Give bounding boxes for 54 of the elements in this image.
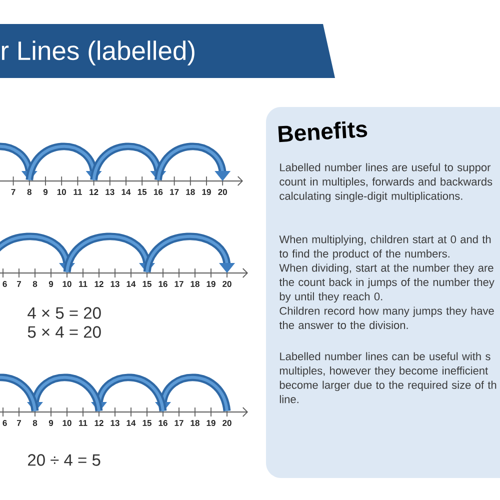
- tick-label: 18: [186, 189, 195, 195]
- tick-label: 15: [138, 189, 147, 195]
- tick-label: 9: [43, 189, 48, 195]
- equation: 4 × 5 = 20: [28, 307, 101, 319]
- tick-label: 8: [27, 189, 32, 195]
- tick-label: 13: [110, 281, 120, 287]
- tick-label: 20: [222, 281, 232, 287]
- tick-label: 20: [218, 189, 227, 195]
- paragraph: When multiplying, children start at 0 and th to find the product of the numbers.: [279, 235, 491, 260]
- tick-label: 6: [2, 281, 7, 287]
- tick-label: 6: [2, 420, 7, 426]
- tick-label: 7: [17, 420, 21, 426]
- tick-label: 11: [79, 420, 88, 426]
- paragraph: Labelled number lines are useful to suppor count in multiples, forwards and backwards calculating single-digit multiplications.: [280, 163, 492, 202]
- tick-label: 16: [154, 189, 163, 195]
- tick-label: 17: [174, 281, 184, 287]
- tick-label: 9: [48, 281, 54, 287]
- tick-label: 7: [17, 281, 21, 287]
- panel-heading: Benefits: [278, 121, 368, 142]
- tick-label: 8: [32, 281, 38, 287]
- tick-label: 18: [190, 281, 200, 287]
- tick-label: 19: [206, 281, 216, 287]
- tick-label: 20: [222, 420, 232, 426]
- tick-label: 14: [126, 281, 136, 287]
- tick-label: 19: [206, 420, 216, 426]
- tick-label: 15: [142, 281, 152, 287]
- tick-label: 13: [106, 188, 114, 195]
- tick-label: 12: [90, 189, 98, 195]
- tick-label: 14: [126, 420, 136, 426]
- paragraph: When dividing, start at the number they are the count back in jumps of the number they by until they reach 0.: [279, 264, 494, 303]
- tick-label: 12: [94, 281, 104, 287]
- tick-label: 10: [62, 281, 72, 287]
- equation: 20 ÷ 4 = 5: [28, 454, 100, 466]
- tick-label: 17: [170, 189, 179, 195]
- equation: 5 × 4 = 20: [28, 326, 101, 338]
- tick-label: 8: [32, 420, 38, 426]
- tick-label: 12: [94, 420, 104, 426]
- tick-label: 14: [122, 189, 131, 195]
- tick-label: 13: [110, 420, 120, 426]
- tick-label: 7: [11, 189, 16, 195]
- tick-label: 9: [48, 420, 54, 426]
- tick-label: 10: [62, 420, 72, 426]
- paragraph: Children record how many jumps they have the answer to the division.: [279, 306, 494, 330]
- tick-label: 11: [74, 189, 82, 195]
- tick-label: 16: [158, 281, 168, 287]
- tick-label: 19: [202, 189, 211, 195]
- paragraph: Labelled number lines can be useful with s multiples, however they become inefficient become larger due to the required size of th line.: [280, 352, 496, 404]
- tick-label: 18: [190, 420, 200, 426]
- tick-label: 15: [142, 420, 152, 426]
- title-banner: r Lines (labelled): [0, 24, 335, 78]
- tick-label: 11: [79, 281, 88, 287]
- tick-label: 10: [57, 189, 66, 195]
- tick-label: 17: [174, 420, 184, 426]
- tick-label: 16: [158, 420, 168, 426]
